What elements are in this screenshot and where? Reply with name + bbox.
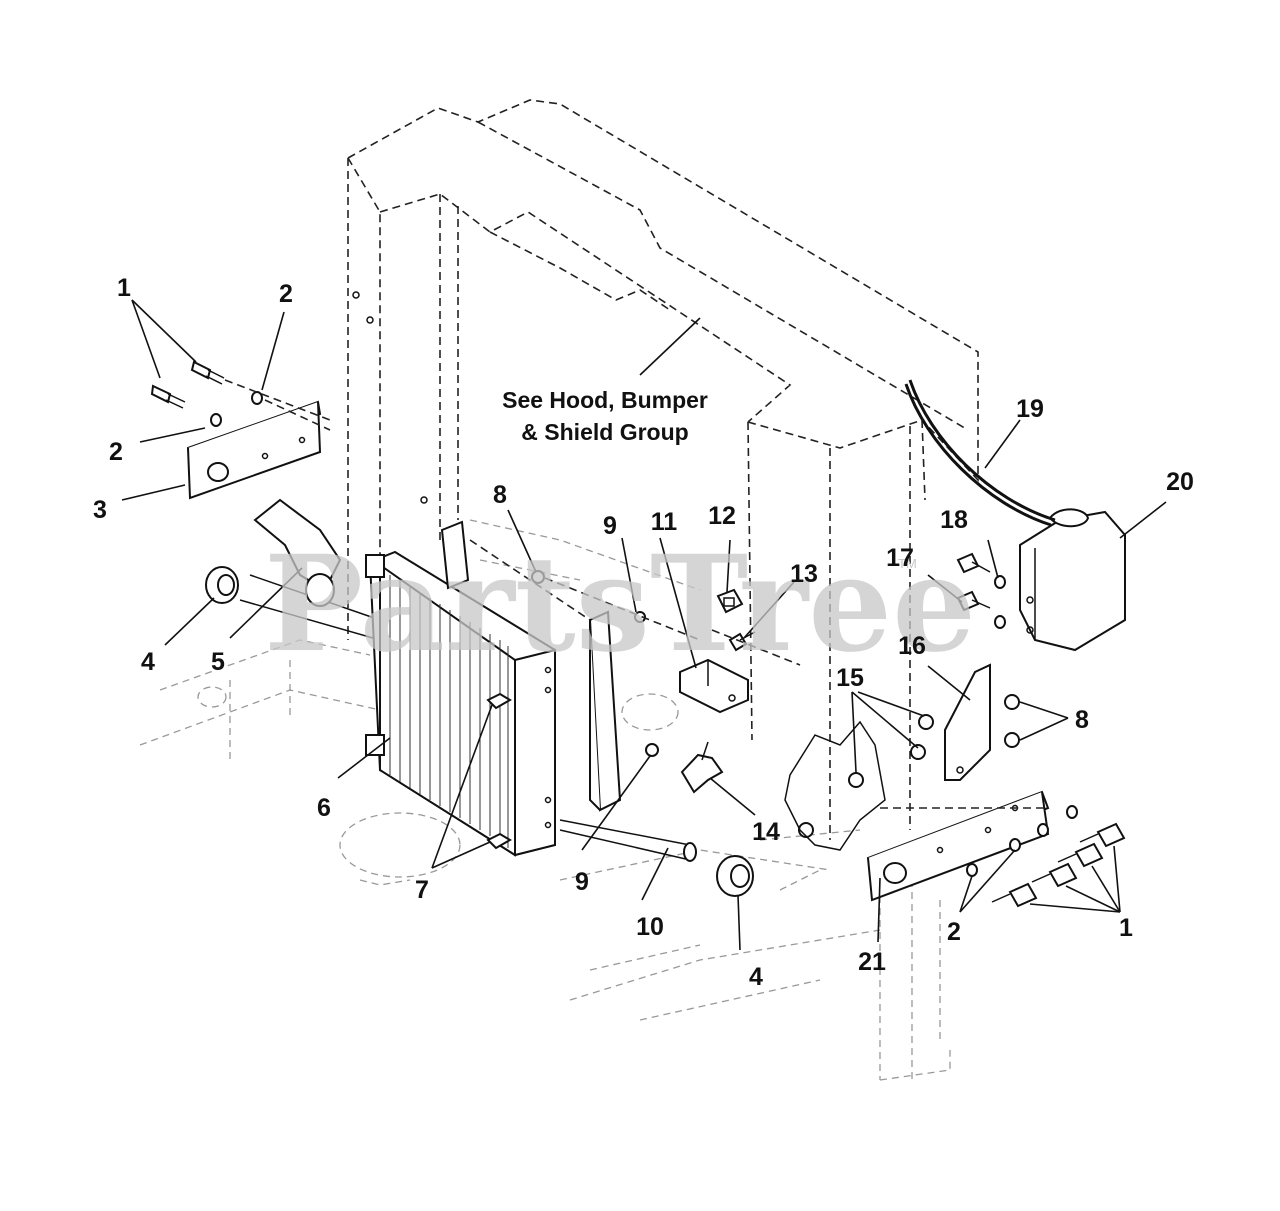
callout-20: 20 (1166, 468, 1194, 496)
callout-3: 3 (93, 496, 107, 524)
callout-7: 7 (415, 876, 429, 904)
callout-17: 17 (886, 544, 914, 572)
callout-10: 10 (636, 913, 664, 941)
watermark: PartsTree (264, 527, 976, 682)
leader-lines (121, 299, 1167, 951)
hose-icon (904, 379, 1056, 527)
nut-icon (798, 694, 1020, 838)
callout-6: 6 (317, 794, 331, 822)
callout-5: 5 (211, 648, 225, 676)
callout-13: 13 (790, 560, 818, 588)
callout-labels: 1 2 2 3 4 5 6 7 8 9 11 12 13 14 9 10 4 1… (93, 274, 1194, 991)
washer-icon (994, 575, 1006, 629)
bolt-icon (991, 822, 1126, 908)
left-mount-plate (186, 400, 322, 500)
screw-icon (486, 692, 512, 850)
rod (559, 819, 697, 862)
mount-bracket (679, 658, 749, 714)
oil-cooler (365, 550, 556, 857)
callout-8: 8 (493, 481, 507, 509)
callout-15: 15 (836, 664, 864, 692)
bushing-icon (716, 855, 754, 897)
callout-9: 9 (575, 868, 589, 896)
callout-21: 21 (858, 948, 886, 976)
callout-18: 18 (940, 506, 968, 534)
support-bracket (944, 663, 991, 781)
nut-icon (531, 570, 659, 757)
washer-icon (210, 391, 263, 427)
callout-19: 19 (1016, 395, 1044, 423)
callout-4: 4 (749, 963, 763, 991)
callout-1: 1 (1119, 914, 1133, 942)
callout-11: 11 (651, 508, 678, 536)
callout-16: 16 (898, 632, 926, 660)
callout-2: 2 (109, 438, 123, 466)
cooler-side-bracket (440, 520, 622, 812)
bolt-icon (150, 360, 225, 409)
hood-outline (347, 99, 979, 840)
clip-nut-icon (716, 588, 744, 614)
washer-icon (966, 805, 1078, 877)
callout-9: 9 (603, 512, 617, 540)
callout-2: 2 (279, 280, 293, 308)
cooler-fins (389, 575, 509, 848)
knob-icon (680, 741, 724, 794)
air-deflector (253, 498, 342, 607)
callout-1: 1 (117, 274, 131, 302)
callout-14: 14 (752, 818, 780, 846)
right-mount-plate (866, 790, 1050, 902)
chassis-outline (139, 519, 951, 1081)
callout-2: 2 (947, 918, 961, 946)
screw-icon (956, 552, 991, 612)
note-line-2: & Shield Group (521, 419, 688, 445)
callout-12: 12 (708, 502, 736, 530)
callout-4: 4 (141, 648, 155, 676)
callout-8: 8 (1075, 706, 1089, 734)
reservoir-tank (1019, 508, 1126, 652)
bushing-icon (205, 566, 239, 604)
gasket-outline (784, 720, 886, 851)
note-line-1: See Hood, Bumper (502, 387, 708, 413)
screw-icon (728, 631, 756, 652)
watermark-tm: TM (898, 556, 917, 571)
